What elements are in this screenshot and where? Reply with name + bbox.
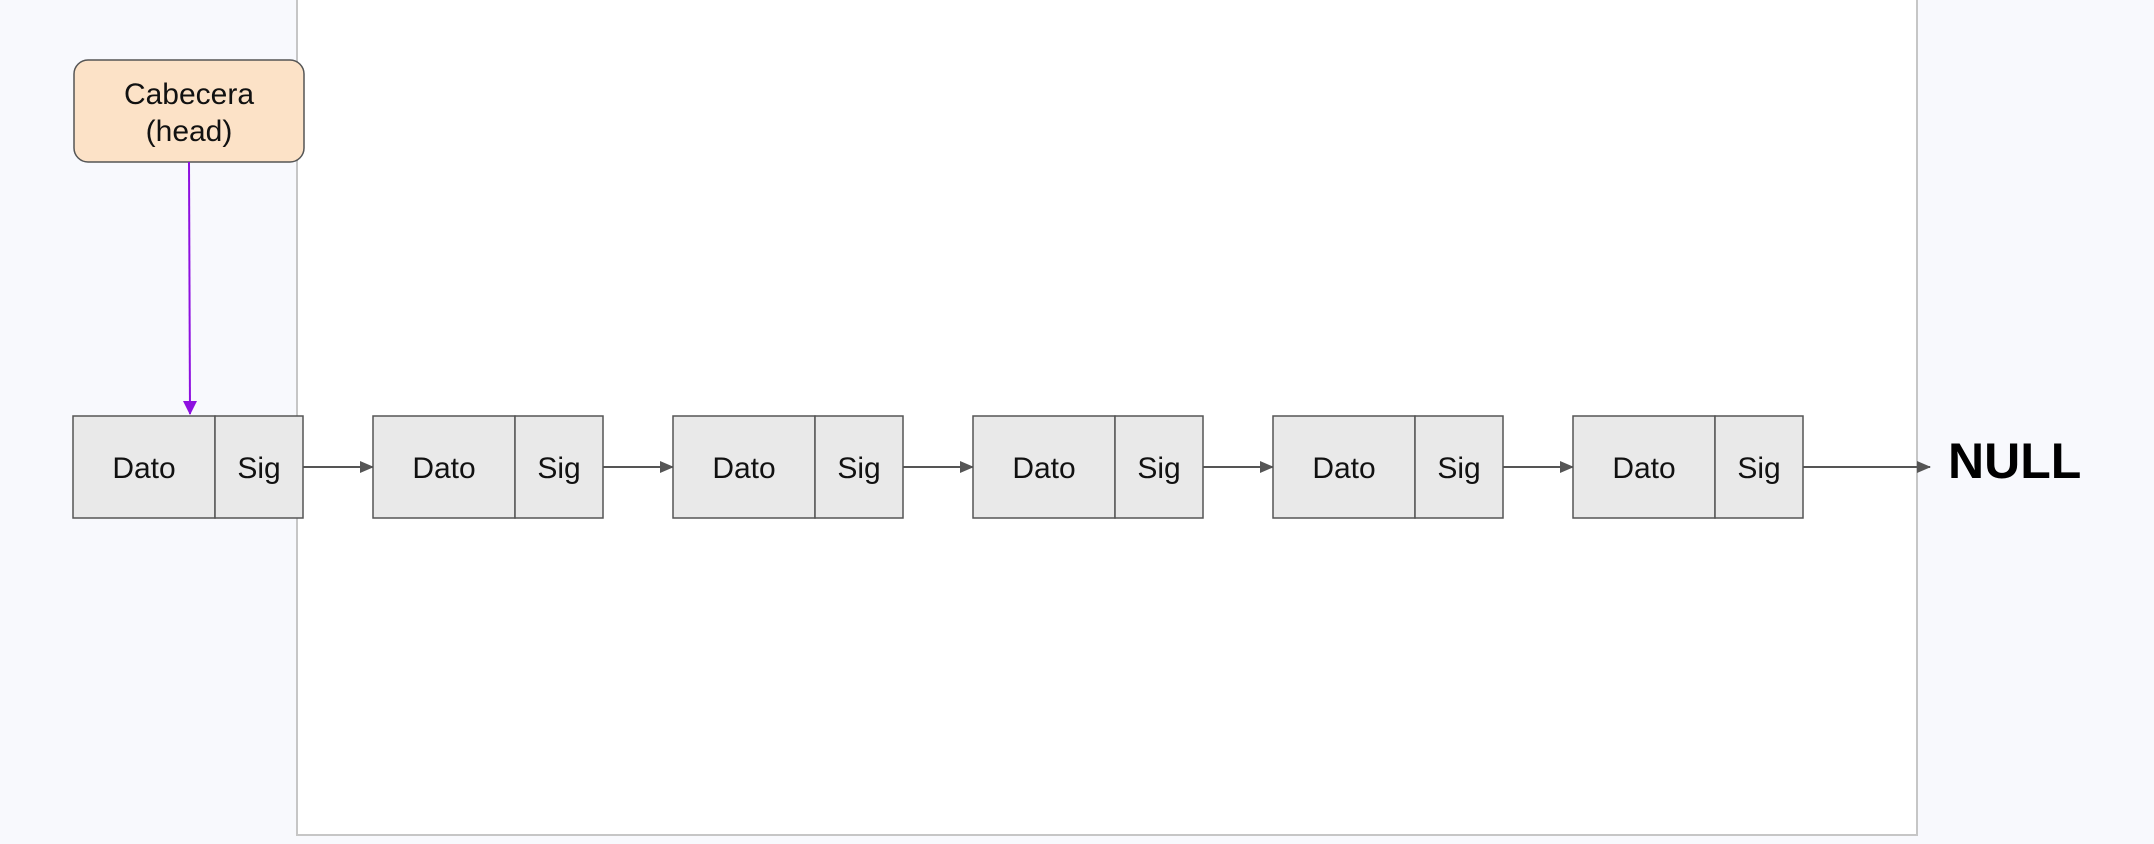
list-node: Dato Sig: [972, 415, 1274, 519]
node-data-cell: [72, 415, 216, 519]
list-node: Dato Sig: [1572, 415, 1931, 519]
head-label-line1: Cabecera: [124, 78, 254, 111]
node-next-label: Sig: [237, 452, 280, 485]
node-data-label: Dato: [1312, 452, 1375, 485]
node-next-cell: [814, 415, 904, 519]
node-data-label: Dato: [112, 452, 175, 485]
head-pointer-arrow: [183, 161, 197, 415]
node-next-cell: [214, 415, 304, 519]
node-next-label: Sig: [537, 452, 580, 485]
node-data-label: Dato: [1012, 452, 1075, 485]
node-data-label: Dato: [1612, 452, 1675, 485]
list-node: Dato Sig: [372, 415, 674, 519]
node-next-label: Sig: [1137, 452, 1180, 485]
node-data-cell: [1572, 415, 1716, 519]
node-next-label: Sig: [837, 452, 880, 485]
node-data-cell: [672, 415, 816, 519]
node-next-cell: [1414, 415, 1504, 519]
node-next-label: Sig: [1737, 452, 1780, 485]
head-label-line2: (head): [146, 115, 233, 148]
node-next-label: Sig: [1437, 452, 1480, 485]
null-terminal-label: NULL: [1948, 433, 2081, 489]
list-node: Dato Sig: [672, 415, 974, 519]
node-data-cell: [972, 415, 1116, 519]
node-data-label: Dato: [412, 452, 475, 485]
head-pointer-box: Cabecera (head): [73, 59, 305, 163]
list-node: Dato Sig: [72, 415, 374, 519]
list-node: Dato Sig: [1272, 415, 1574, 519]
nodes-layer: Dato Sig Dato Sig Dato Sig Dato Sig Dato Sig Dato S…: [72, 415, 1931, 519]
node-data-cell: [1272, 415, 1416, 519]
node-next-cell: [1114, 415, 1204, 519]
node-data-label: Dato: [712, 452, 775, 485]
node-next-cell: [1714, 415, 1804, 519]
